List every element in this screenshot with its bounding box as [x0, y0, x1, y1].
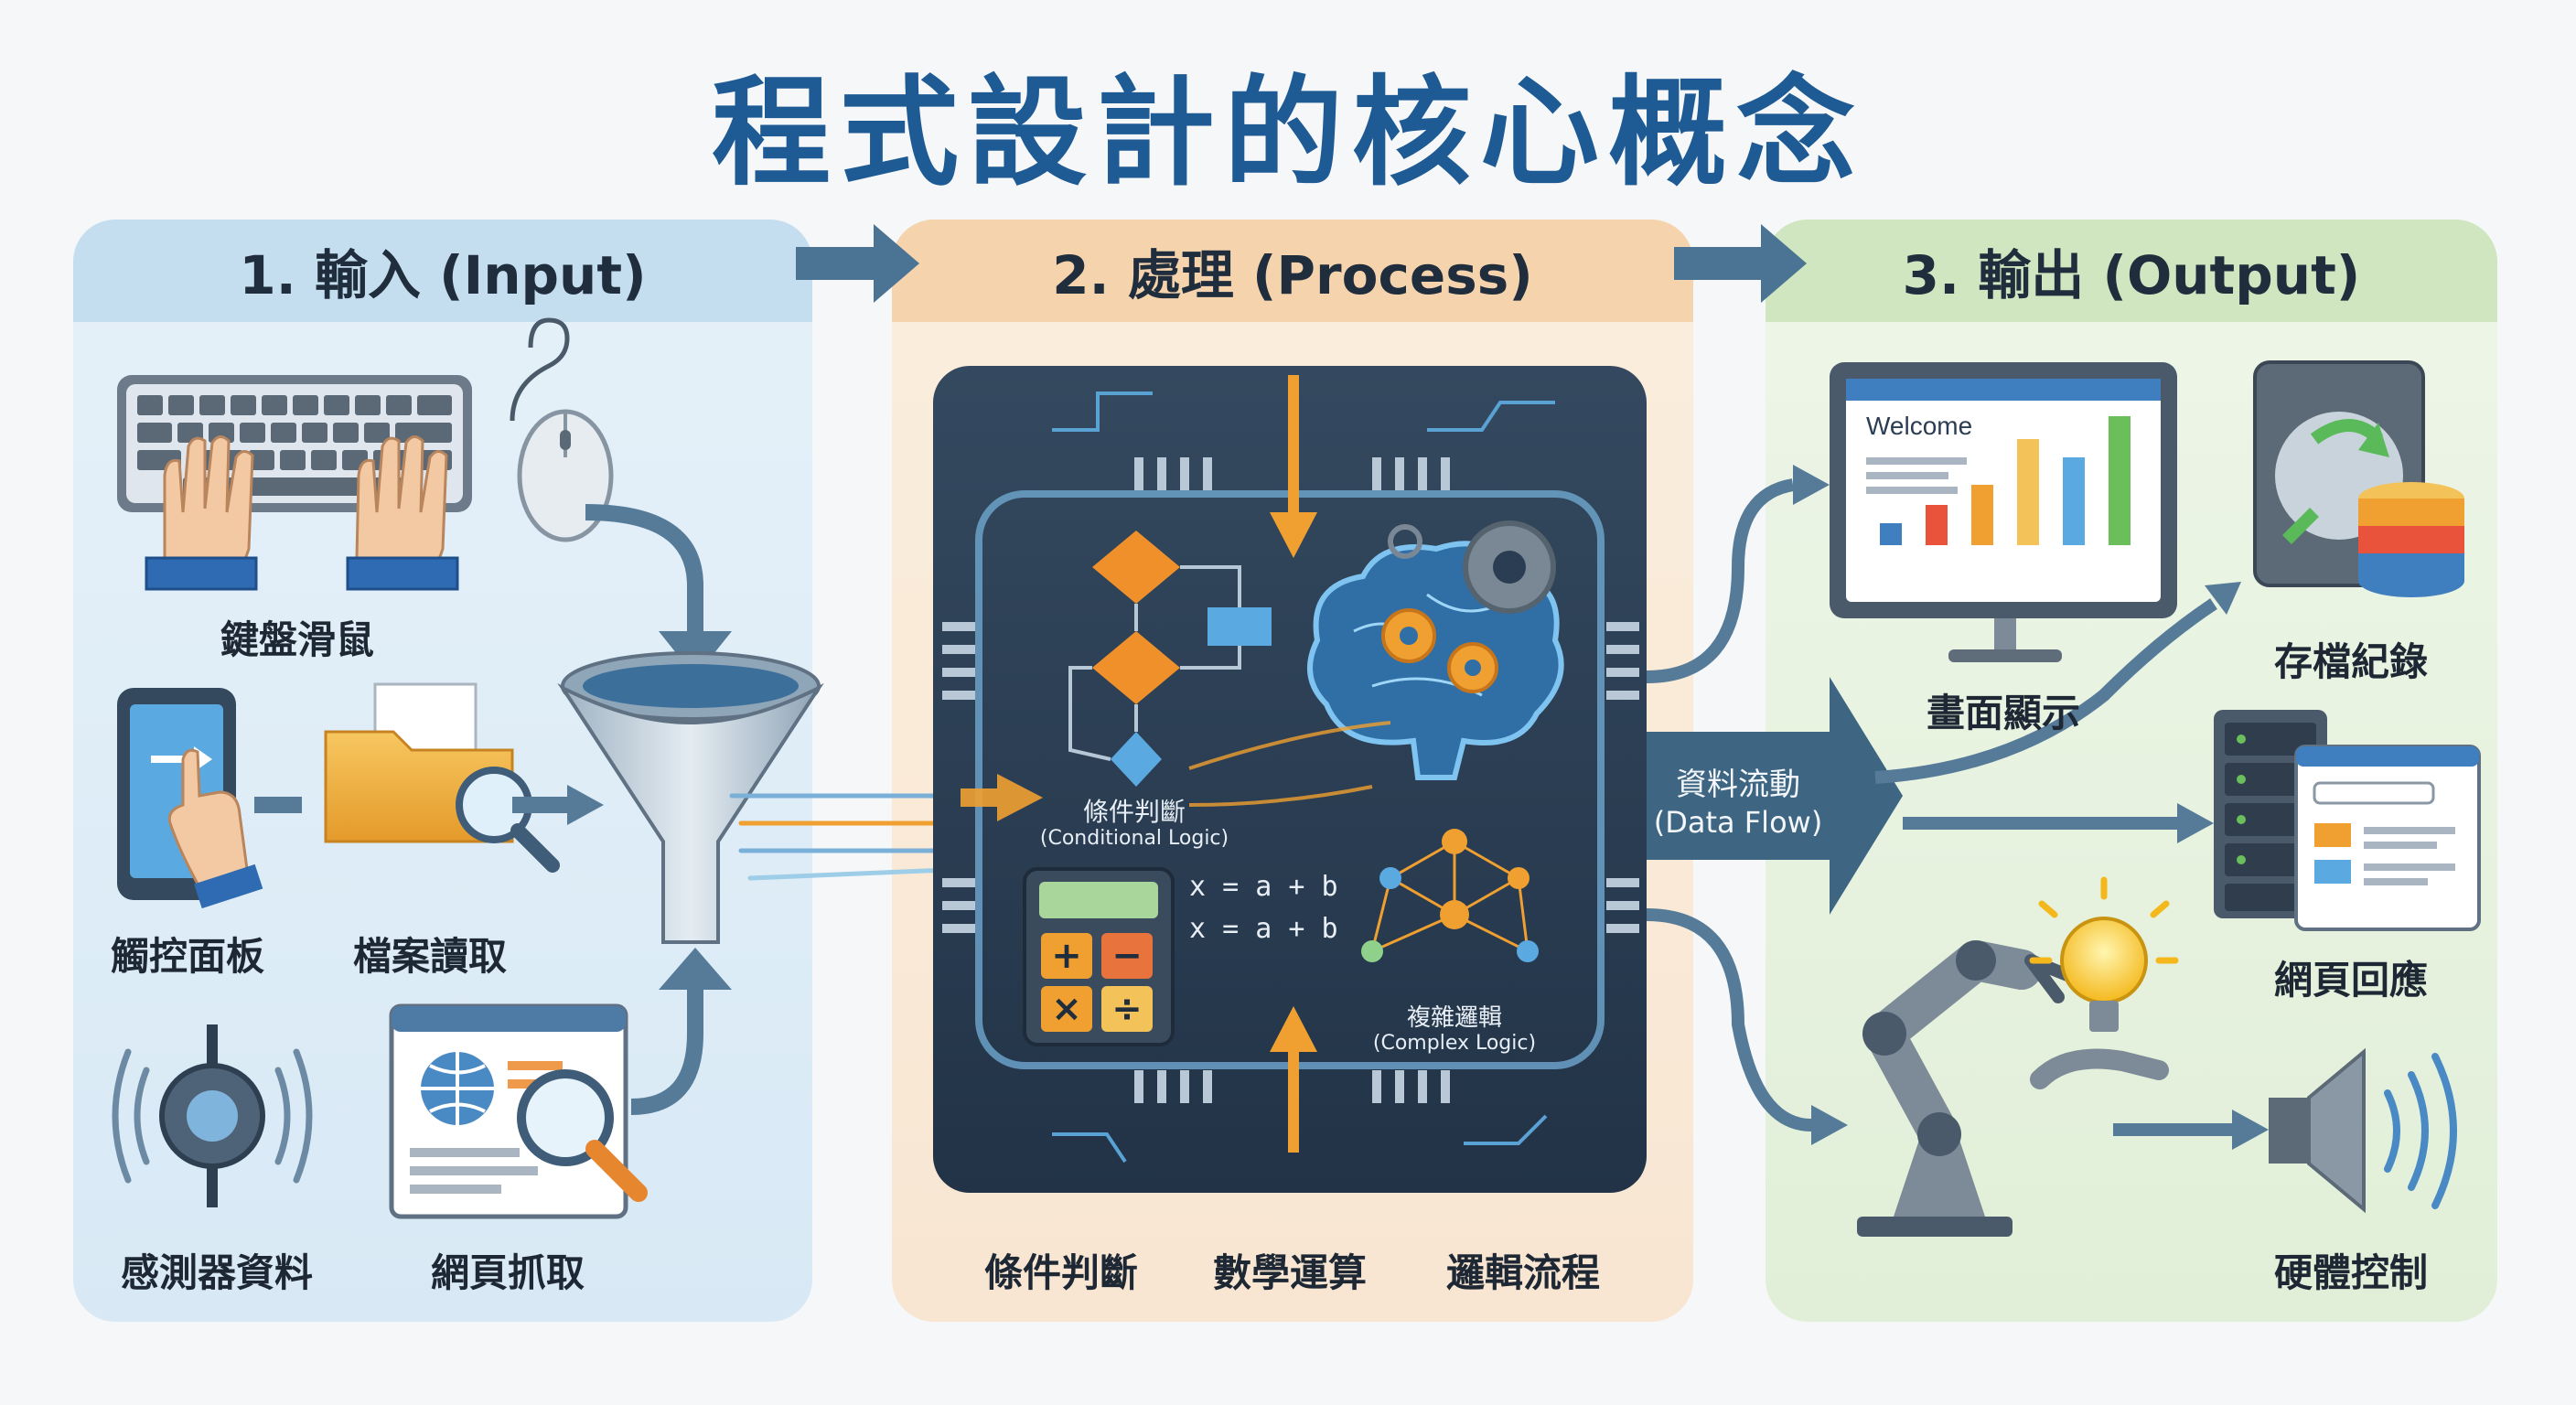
robot-arm-icon	[1857, 940, 2083, 1237]
label-file-read: 檔案讀取	[352, 934, 507, 979]
flowchart-icon	[1068, 531, 1272, 787]
tablet-icon	[117, 688, 263, 909]
input-header: 1. 輸入 (Input)	[73, 220, 812, 322]
page-title: 程式設計的核心概念	[711, 63, 1864, 202]
chip-label-complex-zh: 複雜邏輯	[1406, 1004, 1502, 1032]
lightbulb-icon	[2029, 876, 2179, 1089]
chip-label-conditional-zh: 條件判斷	[1082, 797, 1186, 827]
webpage-search-icon	[389, 1003, 648, 1219]
svg-text:÷: ÷	[1111, 988, 1143, 1030]
output-flow-arrows	[1646, 478, 2232, 1136]
speaker-icon	[2269, 1047, 2457, 1214]
data-flow-label-zh: 資料流動	[1676, 767, 1800, 803]
label-sensor-data: 感測器資料	[120, 1250, 313, 1295]
network-icon	[1361, 829, 1539, 962]
header-arrow-2	[1674, 224, 1807, 303]
harddrive-database-icon	[2253, 360, 2464, 597]
output-header: 3. 輸出 (Output)	[1766, 220, 2497, 322]
label-keyboard-mouse: 鍵盤滑鼠	[220, 617, 374, 662]
funnel-icon	[557, 651, 824, 944]
label-conditional: 條件判斷	[983, 1250, 1138, 1295]
svg-text:+: +	[1051, 935, 1082, 977]
sensor-icon	[112, 1024, 313, 1207]
label-logic-flow: 邏輯流程	[1445, 1250, 1600, 1295]
header-arrow-1	[796, 224, 919, 303]
input-flow-arrows	[254, 504, 703, 1115]
label-hardware-control: 硬體控制	[2273, 1250, 2428, 1295]
screen-welcome-text: Welcome	[1866, 412, 1972, 440]
server-webpage-icon	[2214, 710, 2481, 931]
data-flow-label-en: (Data Flow)	[1653, 805, 1823, 840]
svg-text:−: −	[1111, 935, 1143, 977]
data-flow-arrow	[1647, 677, 1903, 915]
brain-icon	[1307, 520, 1564, 780]
folder-icon	[324, 682, 560, 873]
process-header: 2. 處理 (Process)	[892, 220, 1693, 322]
math-line-1: x = a + b	[1189, 871, 1338, 903]
hands-icon	[145, 435, 459, 591]
chip-arrows	[961, 375, 1317, 1153]
math-line-2: x = a + b	[1189, 913, 1338, 945]
chip-label-complex-en: (Complex Logic)	[1372, 1032, 1537, 1055]
svg-text:×: ×	[1051, 988, 1082, 1030]
label-web-scraping: 網頁抓取	[430, 1250, 585, 1295]
label-save-record: 存檔紀錄	[2273, 639, 2428, 684]
label-math: 數學運算	[1212, 1250, 1367, 1295]
chip-label-conditional-en: (Conditional Logic)	[1039, 827, 1229, 850]
label-screen-display: 畫面顯示	[1926, 691, 2080, 735]
label-touch-panel: 觸控面板	[110, 934, 264, 979]
label-web-response: 網頁回應	[2273, 958, 2428, 1003]
monitor-chart-icon: Welcome	[1830, 362, 2177, 662]
calculator-icon: +−× ÷	[1023, 867, 1175, 1046]
